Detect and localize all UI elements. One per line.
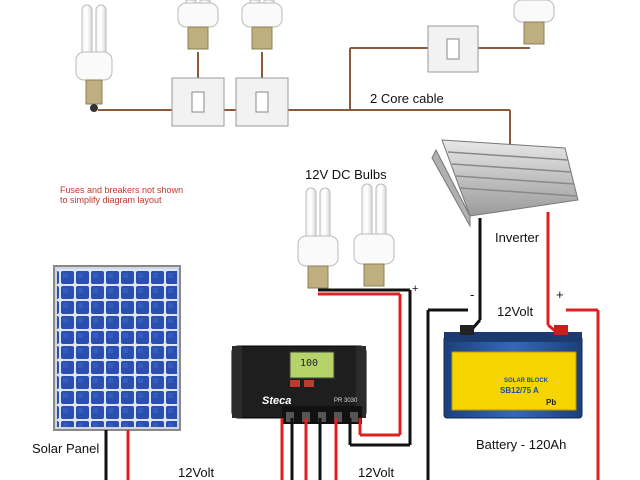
ac-bulb-4 [513, 0, 555, 45]
controller-display: 100 [300, 358, 319, 369]
controller-brand: Steca [262, 395, 292, 407]
solar-panel-label: Solar Panel [32, 441, 100, 456]
cable-label: 2 Core cable [370, 91, 444, 106]
bulb-negative-sign: - [388, 283, 392, 295]
controller-wiring [280, 418, 362, 480]
battery-brand-line1: SOLAR BLOCK [504, 378, 548, 384]
battery [443, 325, 583, 419]
wall-switch-3 [427, 25, 479, 73]
battery-voltage-label: 12Volt [497, 304, 534, 319]
inverter [431, 139, 579, 228]
inverter-negative-sign: - [470, 287, 475, 302]
inverter-battery-wiring [426, 212, 600, 480]
load-voltage-label: 12Volt [358, 465, 395, 480]
wall-switch-1 [171, 77, 225, 127]
ac-bulb-2 [177, 0, 219, 50]
dc-bulb-2 [353, 183, 395, 287]
inverter-positive-sign: + [556, 287, 564, 302]
inverter-label: Inverter [495, 230, 540, 245]
note-line-1: Fuses and breakers not shown [60, 185, 184, 195]
ac-bulb-1 [75, 4, 113, 112]
panel-voltage-label: 12Volt [178, 465, 215, 480]
charge-controller [231, 345, 367, 424]
battery-brand-line2: SB12/75 A [500, 386, 539, 395]
ac-wiring [98, 47, 530, 145]
solar-panel [53, 265, 181, 480]
dc-bulb-1 [297, 187, 339, 289]
battery-pb-symbol: Pb [546, 398, 557, 407]
note-line-2: to simplify diagram layout [60, 195, 162, 205]
dc-bulbs-label: 12V DC Bulbs [305, 167, 387, 182]
battery-label: Battery - 120Ah [476, 437, 567, 452]
wall-switch-2 [235, 77, 289, 127]
ac-bulb-3 [241, 0, 283, 50]
dc-bulb-wiring [318, 288, 412, 447]
bulb-positive-sign: + [412, 283, 419, 295]
controller-model: PR 3030 [334, 398, 358, 404]
